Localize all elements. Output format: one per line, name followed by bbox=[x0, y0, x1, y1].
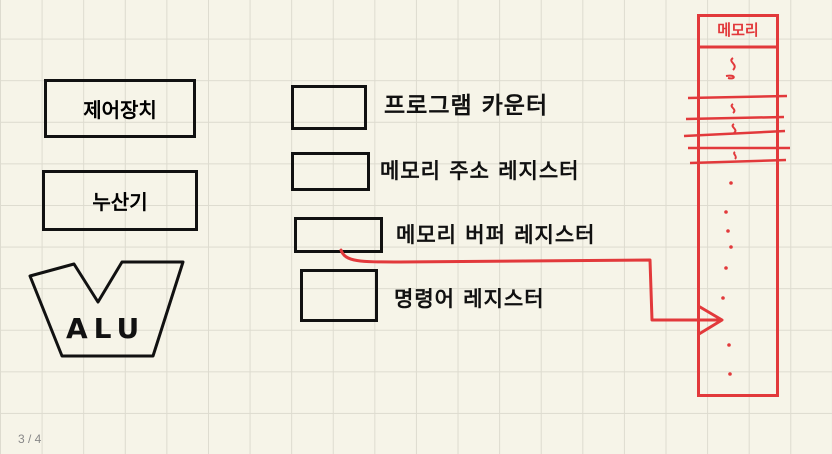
data-transfer-arrow bbox=[339, 248, 722, 322]
memory-buffer-register-box bbox=[294, 217, 383, 253]
memory-cell-line bbox=[689, 158, 787, 165]
memory-squiggle bbox=[725, 57, 736, 80]
program-counter-label: 프로그램 카운터 bbox=[384, 93, 549, 119]
program-counter-box bbox=[291, 85, 367, 130]
arrow-head-icon bbox=[697, 305, 724, 336]
alu-label: ALU bbox=[66, 312, 145, 345]
memory-column: 메모리 bbox=[697, 14, 779, 397]
accumulator-label: 누산기 bbox=[92, 190, 148, 214]
memory-buffer-register-label: 메모리 버퍼 레지스터 bbox=[396, 223, 596, 247]
instruction-register-label: 명령어 레지스터 bbox=[394, 287, 545, 311]
instruction-register-box bbox=[300, 269, 378, 322]
memory-squiggle bbox=[731, 123, 737, 134]
memory-title: 메모리 bbox=[717, 21, 759, 39]
memory-continuation-dots bbox=[721, 181, 733, 376]
memory-squiggle bbox=[733, 151, 737, 160]
memory-address-register-label: 메모리 주소 레지스터 bbox=[380, 159, 580, 183]
memory-cell-line bbox=[685, 115, 785, 121]
page-indicator: 3 / 4 bbox=[18, 432, 42, 446]
memory-cell-line bbox=[687, 94, 788, 100]
accumulator-box: 누산기 bbox=[42, 170, 198, 231]
memory-address-register-box bbox=[291, 152, 370, 191]
control-unit-box: 제어장치 bbox=[44, 79, 196, 138]
control-unit-label: 제어장치 bbox=[83, 98, 157, 122]
memory-squiggle bbox=[730, 103, 736, 114]
alu-shape bbox=[28, 260, 185, 358]
